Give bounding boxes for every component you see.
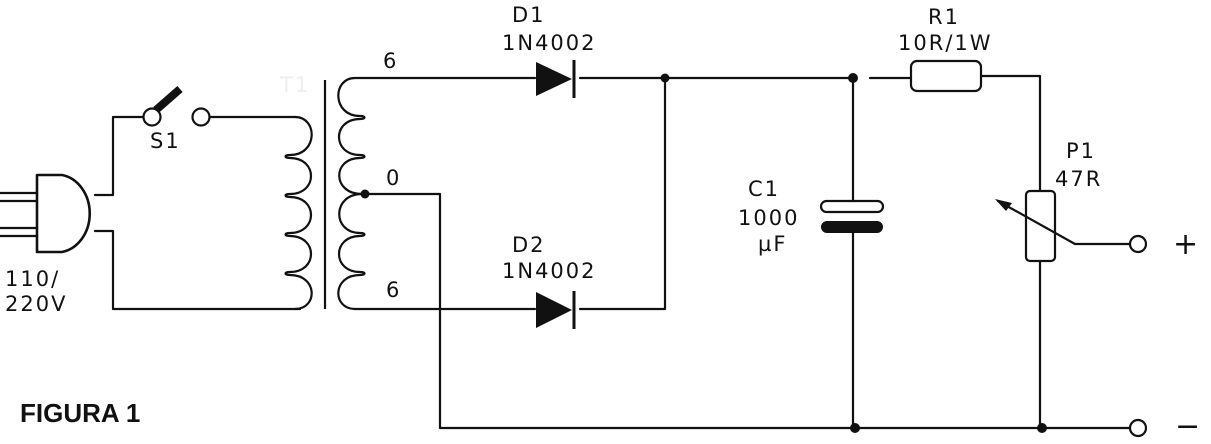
c1-unit: µF bbox=[758, 232, 787, 256]
tap-center-label: 0 bbox=[386, 166, 401, 190]
d2-part: 1N4002 bbox=[502, 259, 597, 283]
figure-title: FIGURA 1 bbox=[20, 398, 140, 428]
switch-s1 bbox=[142, 85, 297, 127]
junction bbox=[660, 73, 670, 83]
diode-d1 bbox=[536, 60, 576, 98]
mains-voltage-line2: 220V bbox=[5, 292, 67, 316]
p1-label: P1 bbox=[1066, 139, 1096, 163]
p1-value: 47R bbox=[1055, 167, 1102, 191]
output-plus-label: + bbox=[1173, 227, 1198, 262]
d2-label: D2 bbox=[512, 233, 546, 257]
transformer-label: T1 bbox=[279, 73, 310, 97]
d1-label: D1 bbox=[512, 3, 546, 27]
tap-bottom-label: 6 bbox=[386, 278, 401, 302]
diode-d2 bbox=[536, 291, 576, 329]
junction bbox=[850, 423, 860, 433]
c1-label: C1 bbox=[748, 177, 780, 201]
potentiometer-p1 bbox=[995, 189, 1132, 430]
resistor-r1 bbox=[909, 59, 1042, 193]
output-terminal-positive bbox=[1128, 234, 1148, 254]
junction bbox=[1037, 423, 1047, 433]
tap-top-label: 6 bbox=[383, 49, 398, 73]
c1-value: 1000 bbox=[738, 206, 799, 230]
ground-rail bbox=[363, 192, 1132, 430]
mains-plug bbox=[0, 115, 302, 311]
d2-wire bbox=[353, 76, 667, 311]
d1-part: 1N4002 bbox=[502, 31, 597, 55]
output-minus-label: − bbox=[1175, 409, 1200, 444]
capacitor-c1 bbox=[819, 76, 885, 430]
transformer-primary-coil bbox=[284, 115, 313, 311]
mains-voltage-line1: 110/ bbox=[5, 267, 60, 291]
switch-label: S1 bbox=[150, 129, 181, 153]
r1-value: 10R/1W bbox=[898, 31, 993, 55]
r1-label: R1 bbox=[928, 5, 960, 29]
output-terminal-negative bbox=[1128, 418, 1148, 438]
